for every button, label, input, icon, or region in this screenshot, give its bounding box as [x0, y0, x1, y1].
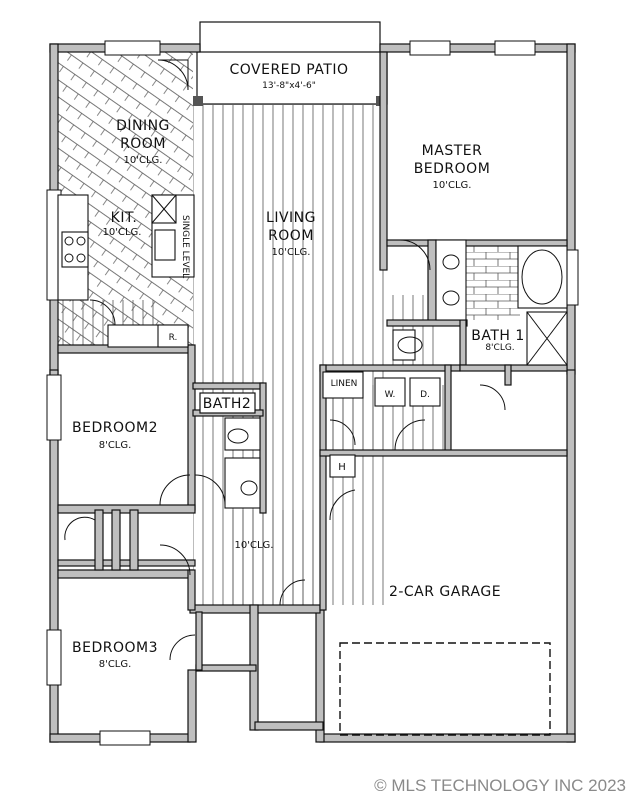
- refrigerator-label: R.: [169, 333, 178, 343]
- patio-dims: 13'-8"x4'-6": [262, 81, 316, 91]
- bedroom3-ceiling: 8'CLG.: [99, 659, 132, 670]
- dining-name-1: DINING: [116, 118, 170, 134]
- kitchen-name: KIT.: [111, 210, 138, 226]
- patio-name: COVERED PATIO: [229, 62, 348, 78]
- dryer-label: D.: [420, 390, 430, 400]
- hall-ceiling: 10'CLG.: [235, 540, 274, 551]
- garage-name: 2-CAR GARAGE: [389, 584, 501, 600]
- living-ceiling: 10'CLG.: [272, 247, 311, 258]
- bedroom2-ceiling: 8'CLG.: [99, 440, 132, 451]
- bath2-name: BATH2: [203, 396, 252, 412]
- kitchen-ceiling: 10'CLG.: [103, 227, 142, 238]
- master-bath-fixtures: [392, 239, 568, 366]
- interior-walls: [57, 51, 568, 611]
- bath1-name: BATH 1: [471, 328, 525, 344]
- doors: [64, 59, 506, 661]
- living-name-1: LIVING: [266, 210, 316, 226]
- dining-name-2: ROOM: [120, 136, 166, 152]
- bedroom3-name: BEDROOM3: [72, 640, 158, 656]
- laundry-fixtures: [322, 371, 441, 478]
- master-ceiling: 10'CLG.: [433, 180, 472, 191]
- water-heater-label: H: [338, 462, 346, 473]
- room-labels: COVERED PATIO 13'-8"x4'-6" DINING ROOM 1…: [72, 62, 525, 670]
- garage-door: [339, 642, 551, 736]
- kitchen-fixtures: [57, 194, 195, 348]
- single-level-label: SINGLE LEVEL: [180, 215, 190, 278]
- master-name-2: BEDROOM: [414, 161, 491, 177]
- living-name-2: ROOM: [268, 228, 314, 244]
- washer-label: W.: [385, 390, 396, 400]
- master-name-1: MASTER: [422, 143, 483, 159]
- copyright-watermark: © MLS TECHNOLOGY INC 2023: [374, 776, 626, 795]
- bedroom2-name: BEDROOM2: [72, 420, 158, 436]
- linen-label: LINEN: [331, 379, 358, 389]
- dining-ceiling: 10'CLG.: [124, 155, 163, 166]
- bath1-ceiling: 8'CLG.: [485, 343, 514, 353]
- bath2-fixtures: [224, 417, 261, 509]
- floor-finishes: [58, 52, 520, 605]
